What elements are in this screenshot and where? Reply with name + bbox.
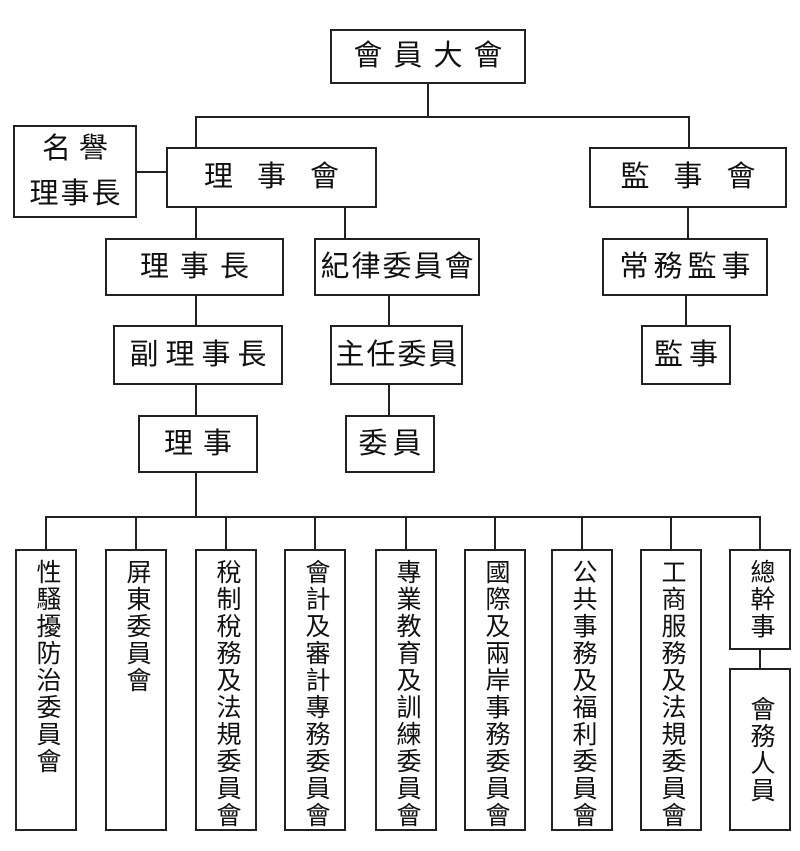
node-committee-sexual-harassment-prevention: 性騷擾防治委員會 (15, 549, 77, 831)
node-committee-tax-regulations: 稅制稅務及法規委員會 (195, 549, 257, 831)
connector-vice-to-director (195, 385, 197, 415)
node-label: 委員 (358, 427, 427, 460)
node-standing-supervisor: 常務監事 (602, 238, 768, 296)
node-committee-education-training: 專業教育及訓練委員會 (375, 549, 437, 831)
connector-drop-4 (314, 516, 316, 549)
node-board-of-directors: 理事會 (166, 147, 377, 208)
connector-supervisors-to-standing (687, 208, 689, 238)
node-supervisor: 監事 (641, 325, 731, 385)
node-commissioner: 委員 (345, 415, 435, 473)
node-label: 副理事長 (129, 338, 274, 371)
node-committee-business-services-regulations: 工商服務及法規委員會 (640, 549, 702, 831)
node-honorary-chairman: 名譽 理事長 (13, 125, 137, 218)
node-label: 公共事務及福利委員會 (569, 559, 596, 829)
node-label: 專業教育及訓練委員會 (393, 559, 420, 829)
connector-drop-8 (670, 516, 672, 549)
connector-top-bar (195, 116, 690, 118)
node-label: 紀律委員會 (320, 250, 476, 283)
connector-secretary-to-staff (759, 650, 761, 668)
connector-to-supervisors (688, 116, 690, 148)
node-label: 會員大會 (353, 40, 514, 73)
node-label: 工商服務及法規委員會 (658, 559, 685, 829)
connector-honorary-lateral (137, 171, 166, 173)
node-label: 主任委員 (335, 338, 460, 371)
connector-drop-3 (225, 516, 227, 549)
node-director: 理事 (138, 415, 258, 473)
connector-discipline-to-chief (388, 296, 390, 325)
connector-chief-to-commissioner (388, 385, 390, 415)
node-discipline-committee: 紀律委員會 (314, 238, 480, 296)
connector-drop-2 (135, 516, 137, 549)
connector-drop-6 (494, 516, 496, 549)
node-committee-international-cross-strait: 國際及兩岸事務委員會 (464, 549, 526, 831)
node-label: 理事長 (139, 250, 260, 283)
node-label: 會計及審計專務委員會 (302, 559, 329, 829)
connector-standing-to-supervisor (685, 296, 687, 325)
node-label-line1: 名譽 (41, 132, 116, 165)
node-staff: 會務人員 (729, 668, 791, 831)
connector-to-directors (195, 116, 197, 148)
node-label: 理事 (163, 427, 242, 460)
node-chief-commissioner: 主任委員 (330, 325, 463, 385)
connector-drop-5 (405, 516, 407, 549)
node-board-of-supervisors: 監事會 (589, 147, 787, 208)
connector-assembly-down (427, 84, 429, 117)
node-label: 屏東委員會 (123, 559, 150, 694)
connector-drop-9 (759, 516, 761, 549)
node-label: 國際及兩岸事務委員會 (482, 559, 509, 829)
connector-directors-to-discipline (344, 208, 346, 238)
node-secretary-general: 總幹事 (729, 549, 791, 650)
connector-director-down (195, 473, 197, 518)
node-vice-chairman: 副理事長 (113, 325, 283, 385)
node-committee-public-affairs-welfare: 公共事務及福利委員會 (551, 549, 613, 831)
node-label: 性騷擾防治委員會 (33, 559, 60, 775)
node-label: 稅制稅務及法規委員會 (213, 559, 240, 829)
connector-drop-1 (45, 516, 47, 549)
node-committee-pingtung: 屏東委員會 (105, 549, 167, 831)
node-label: 理事會 (203, 161, 363, 194)
connector-chairman-to-vice (195, 296, 197, 325)
connector-drop-7 (581, 516, 583, 549)
node-member-assembly: 會員大會 (330, 29, 526, 84)
node-label: 監事會 (620, 161, 780, 194)
node-label-line2: 理事長 (29, 177, 123, 210)
node-label: 常務監事 (619, 250, 756, 283)
node-label: 會務人員 (747, 695, 774, 804)
node-label: 總幹事 (747, 559, 774, 640)
node-label: 監事 (653, 338, 724, 371)
connector-directors-to-chairman (195, 208, 197, 238)
node-committee-accounting-auditing: 會計及審計專務委員會 (284, 549, 346, 831)
connector-bottom-bar (45, 516, 761, 518)
node-chairman: 理事長 (105, 238, 284, 296)
